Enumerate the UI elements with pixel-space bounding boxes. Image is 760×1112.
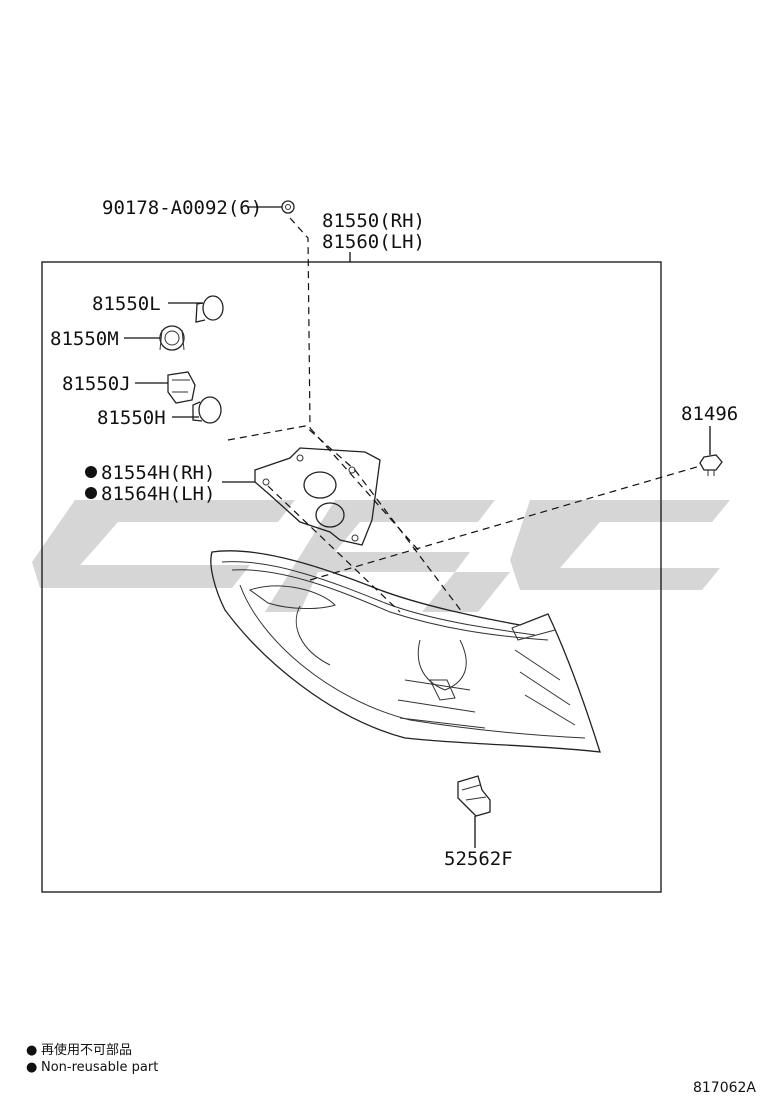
bolt-icon — [281, 200, 295, 214]
retainer-icon — [457, 775, 491, 817]
callout-lamp-lh: 81560(LH) — [322, 231, 425, 253]
legend-note-jp: 再使用不可部品 — [41, 1042, 132, 1058]
non-reusable-marker-rh — [85, 466, 97, 478]
bulb-l-icon — [195, 295, 224, 323]
socket-m-icon — [159, 325, 185, 351]
clip-icon — [699, 454, 723, 476]
legend-note-en: Non-reusable part — [41, 1060, 158, 1075]
callout-socket-j: 81550J — [62, 373, 131, 395]
callout-gasket-rh: 81554H(RH) — [101, 462, 215, 484]
watermark — [32, 500, 730, 612]
callout-socket-m: 81550M — [50, 328, 119, 350]
callout-retainer: 52562F — [444, 848, 513, 870]
bulb-h-icon — [192, 396, 222, 424]
leader-lines — [124, 206, 711, 848]
assembly-dashed-lines — [227, 217, 701, 613]
callout-bulb-h: 81550H — [97, 407, 166, 429]
assembly-frame — [41, 261, 662, 893]
non-reusable-marker-lh — [85, 487, 97, 499]
callout-clip: 81496 — [681, 403, 738, 425]
legend-marker-jp: ● — [26, 1043, 37, 1058]
callout-bolt: 90178-A0092(6) — [102, 197, 262, 219]
callout-gasket-lh: 81564H(LH) — [101, 483, 215, 505]
tail-lamp-housing — [210, 550, 601, 753]
figure-number: 817062A — [693, 1080, 756, 1096]
callout-bulb-l: 81550L — [92, 293, 161, 315]
callout-lamp-rh: 81550(RH) — [322, 210, 425, 232]
socket-j-icon — [167, 371, 196, 404]
legend-marker-en: ● — [26, 1060, 37, 1075]
